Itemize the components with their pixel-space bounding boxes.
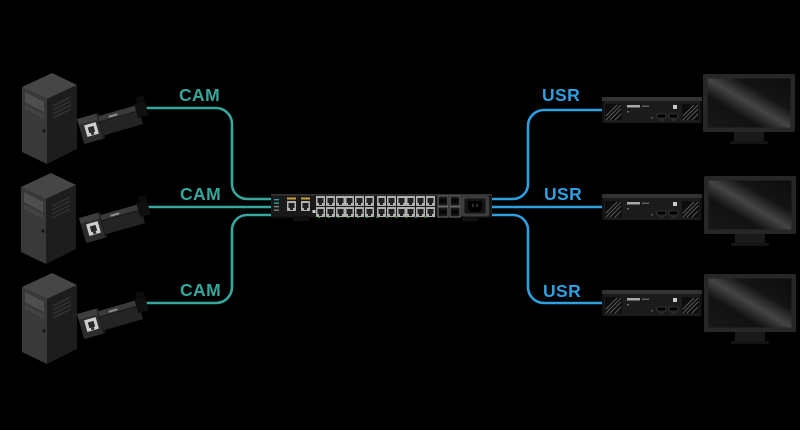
cam-transmitter-2 <box>77 194 154 244</box>
switch-power-inlet <box>461 195 489 217</box>
switch-mgmt-port-2 <box>301 201 310 211</box>
usr-receiver-2 <box>602 194 702 220</box>
cam-cable-3 <box>143 213 273 305</box>
computer-tower-2 <box>20 172 77 265</box>
usr-label-3: USR <box>543 281 581 301</box>
monitor-2 <box>704 176 796 246</box>
monitor-3 <box>704 274 796 344</box>
usr-label-2: USR <box>544 184 582 204</box>
cam-transmitter-3 <box>75 290 152 340</box>
network-switch <box>271 194 492 222</box>
switch-sfp-port <box>437 195 449 207</box>
cam-cable-1 <box>143 106 273 201</box>
cam-label-1: CAM <box>179 85 220 105</box>
usr-cable-3 <box>490 213 604 305</box>
cam-transmitter-1 <box>75 95 152 145</box>
switch-led-strip <box>274 199 279 201</box>
computer-tower-3 <box>21 272 78 365</box>
computer-tower-1 <box>21 72 78 165</box>
switch-mgmt-port-1 <box>287 201 296 211</box>
cam-label-3: CAM <box>180 280 221 300</box>
cam-label-2: CAM <box>180 184 221 204</box>
usr-receiver-3 <box>602 290 702 316</box>
usr-cable-1 <box>490 108 604 201</box>
monitor-1 <box>703 74 795 144</box>
usr-receiver-1 <box>602 97 702 123</box>
usr-label-1: USR <box>542 85 580 105</box>
